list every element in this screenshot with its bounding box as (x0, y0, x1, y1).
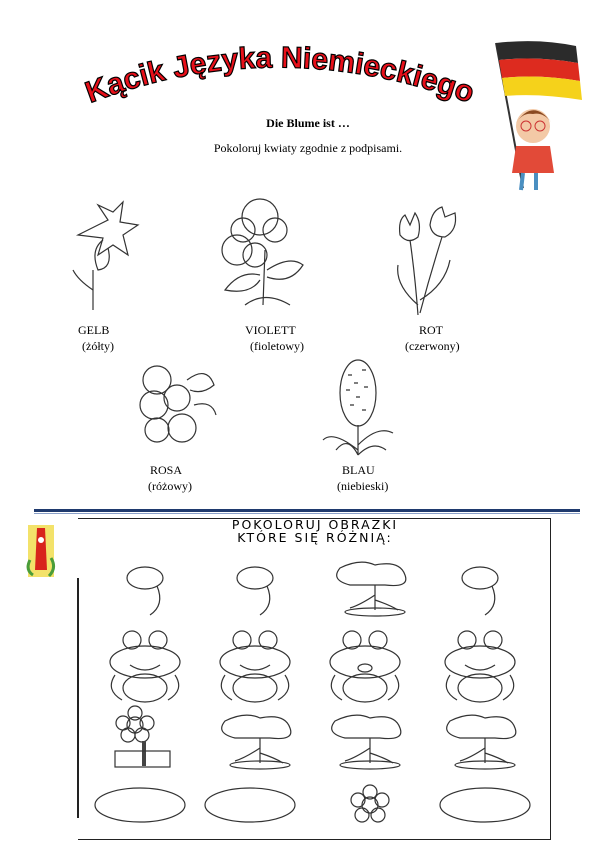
label-czerwony: (czerwony) (405, 339, 460, 353)
exercise-box-left-edge (77, 578, 79, 818)
girl-with-flag-illustration (495, 41, 582, 191)
hyacinth-drawing (322, 359, 394, 456)
viola-drawing (139, 365, 217, 443)
daffodil-drawing (72, 200, 140, 310)
row-tadpoles (126, 561, 499, 617)
instruction: Pokoloruj kwiaty zgodnie z podpisami. (213, 141, 403, 155)
section-divider-thin (34, 513, 580, 514)
page-title: Kącik Języka Niemieckiego (81, 41, 480, 110)
label-fioletowy: (fioletowy) (250, 339, 304, 353)
exercise-title: POKOLORUJ OBRAZKI KTÓRE SIĘ RÓŻNIĄ: (180, 518, 450, 544)
row-plants (114, 705, 517, 770)
label-rot: ROT (419, 323, 443, 337)
section-divider (34, 509, 580, 512)
label-rozowy: (różowy) (148, 479, 192, 493)
exercise-box (78, 518, 551, 840)
spot-the-difference-grid (94, 561, 531, 823)
label-gelb: GELB (78, 323, 110, 337)
svg-text:Kącik Języka Niemieckiego: Kącik Języka Niemieckiego (81, 41, 478, 109)
row-frogs (109, 630, 516, 703)
row-lilypads (94, 784, 531, 823)
label-niebieski: (niebieski) (337, 479, 389, 493)
tulip-drawing (397, 206, 457, 316)
exercise-title-line2: KTÓRE SIĘ RÓŻNIĄ: (237, 530, 393, 545)
exercise-title-line1: POKOLORUJ OBRAZKI (231, 517, 399, 532)
label-rosa: ROSA (150, 463, 183, 477)
label-blau: BLAU (342, 463, 375, 477)
subtitle: Die Blume ist … (266, 116, 350, 130)
label-zolty: (żółty) (82, 339, 114, 353)
label-violett: VIOLETT (245, 323, 296, 337)
pansy-drawing (221, 198, 304, 306)
crayon-character-illustration (26, 525, 56, 578)
